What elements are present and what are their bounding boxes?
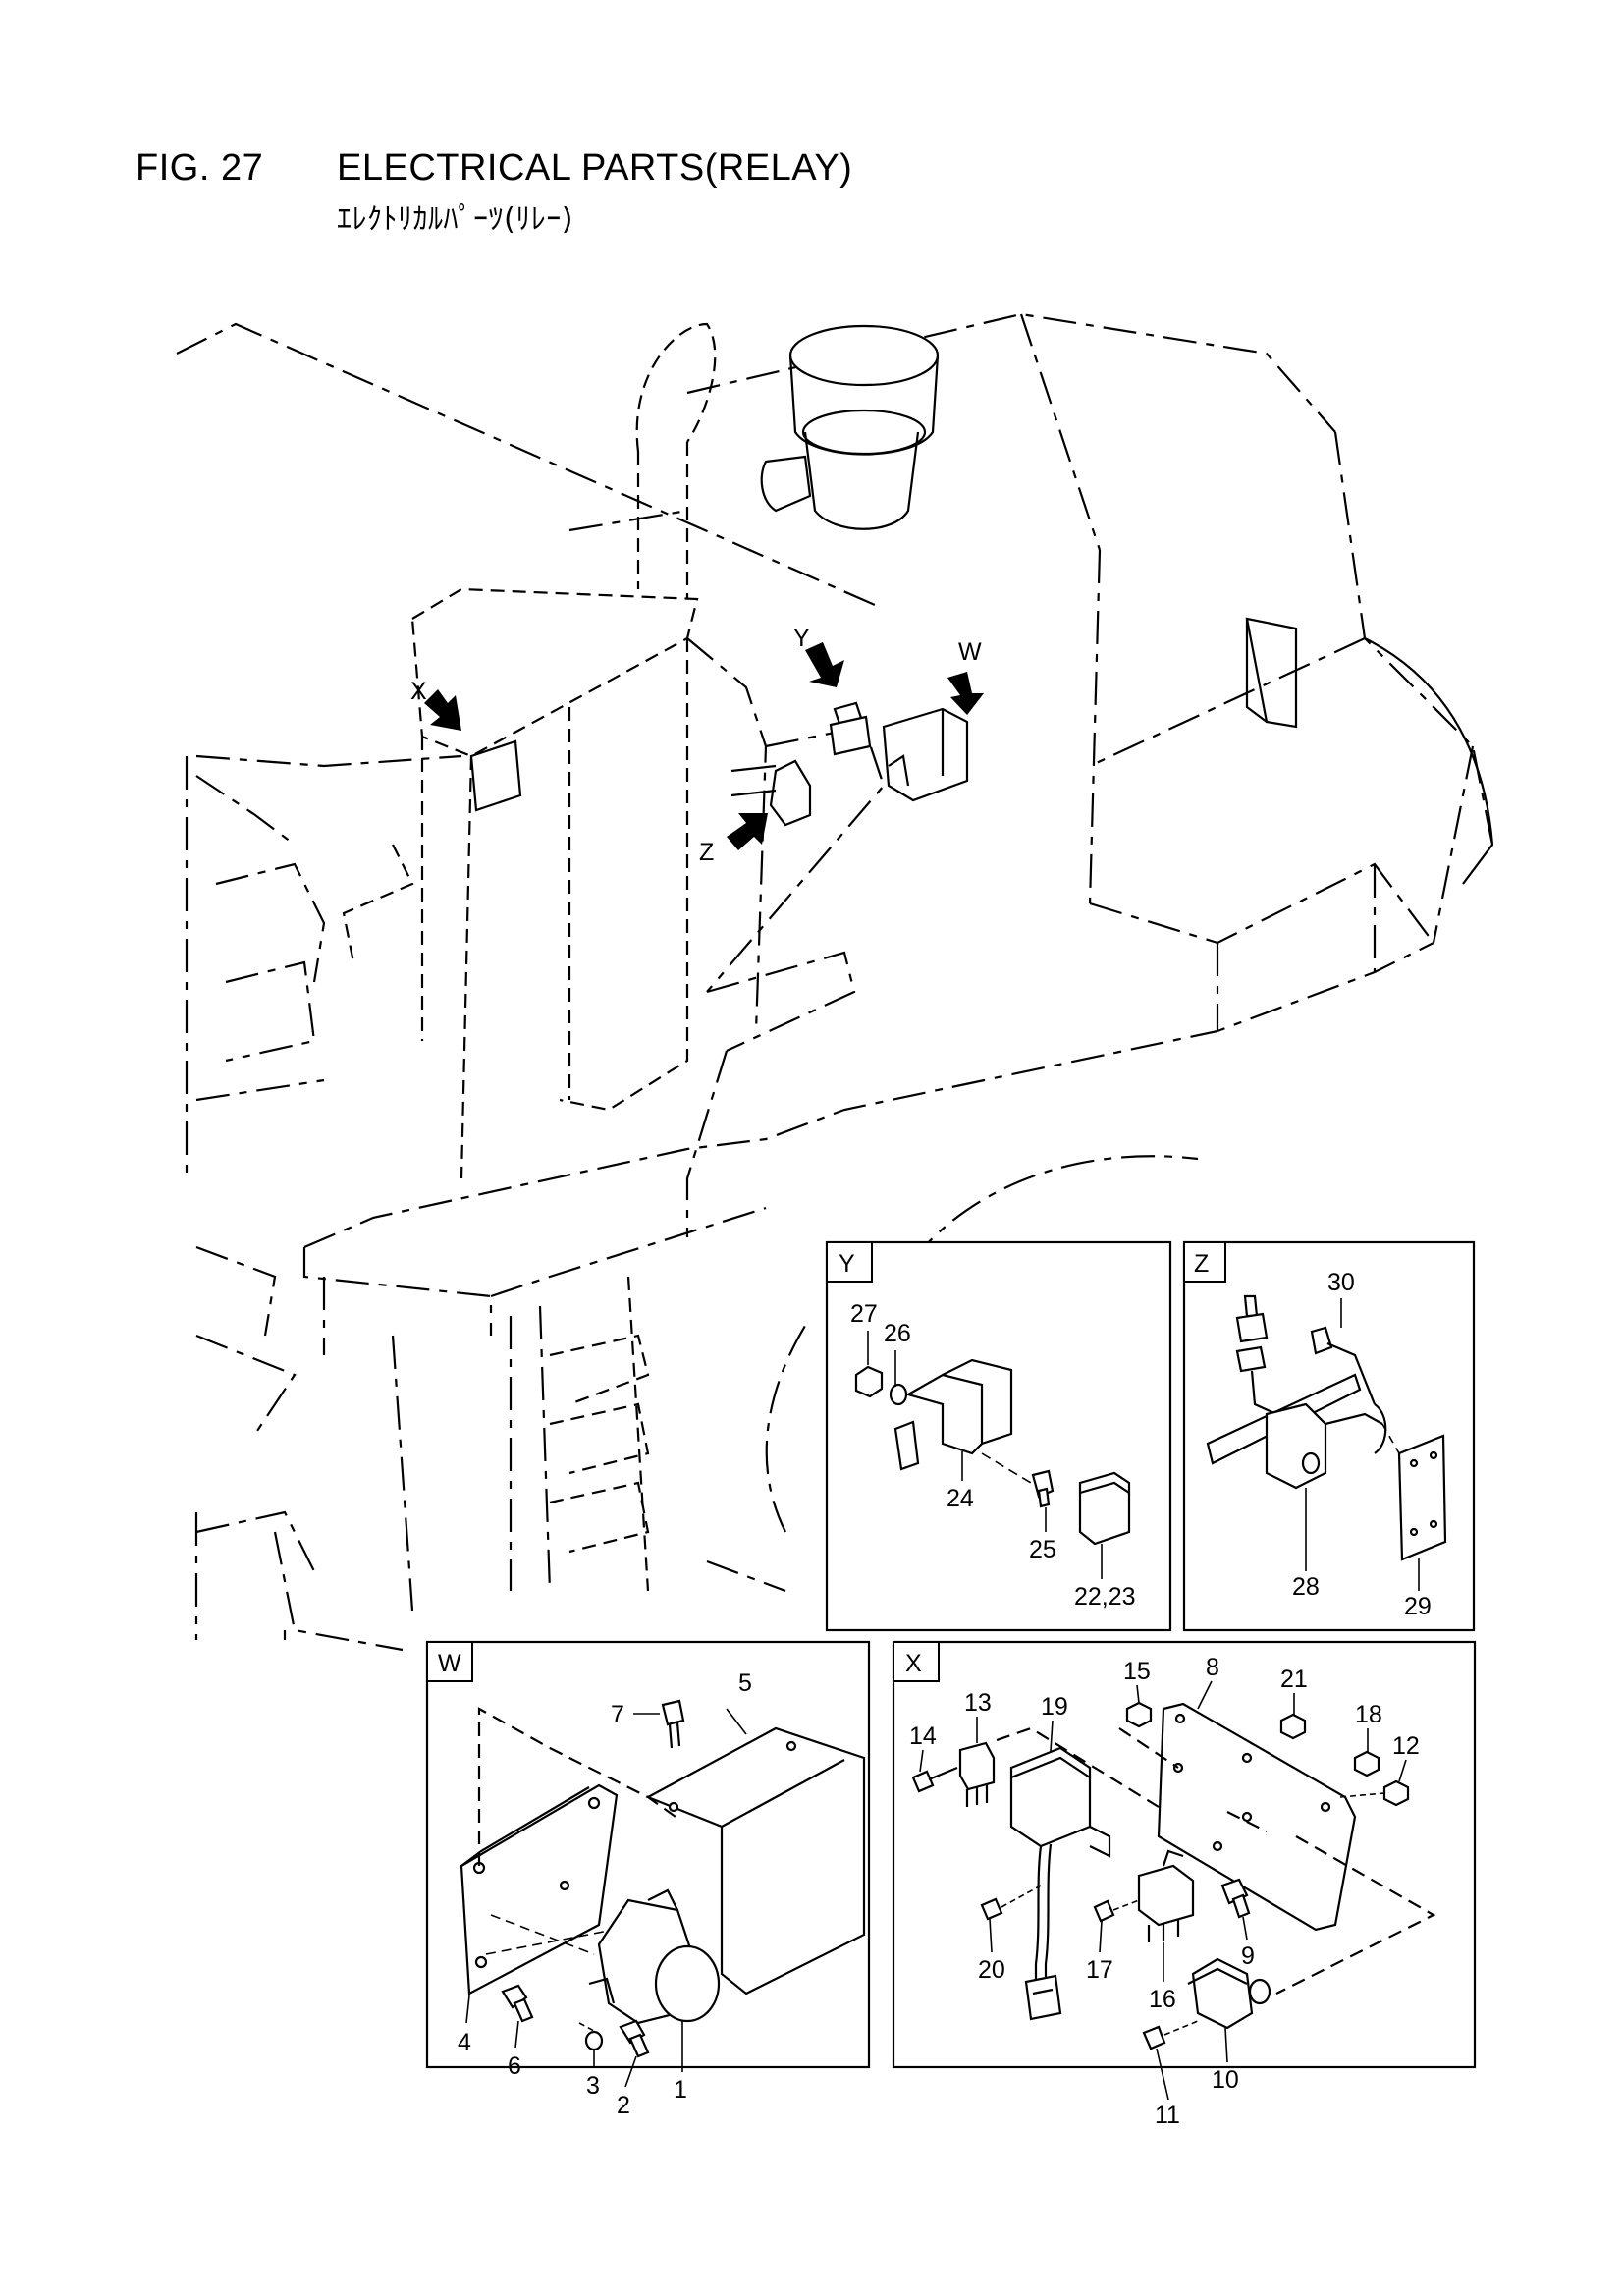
label-15: 15: [1123, 1658, 1151, 1685]
view-label-w: W: [958, 638, 982, 666]
label-6: 6: [508, 2052, 521, 2080]
hood-end-solid: [1245, 617, 1494, 885]
label-2: 2: [617, 2092, 630, 2119]
label-16: 16: [1149, 1986, 1176, 2013]
figure-number: FIG. 27: [135, 147, 264, 189]
machine-relay-x: [469, 739, 522, 812]
label-18: 18: [1355, 1701, 1382, 1728]
label-14: 14: [909, 1722, 937, 1750]
detail-panel-w: W: [425, 1640, 871, 2119]
detail-z-tag: Z: [1194, 1250, 1209, 1278]
label-8: 8: [1206, 1654, 1219, 1681]
label-25: 25: [1029, 1536, 1056, 1563]
label-9: 9: [1241, 1942, 1255, 1970]
label-5: 5: [738, 1669, 752, 1697]
label-20: 20: [978, 1956, 1005, 1984]
label-19: 19: [1041, 1693, 1068, 1721]
label-4: 4: [458, 2029, 471, 2056]
machine-relay-z: [730, 759, 812, 827]
view-arrow-z: Z: [699, 813, 768, 866]
machine-phantom-outline: [176, 312, 1494, 1652]
label-28: 28: [1292, 1573, 1320, 1601]
view-arrow-x: X: [410, 678, 461, 731]
label-12: 12: [1392, 1732, 1420, 1760]
label-29: 29: [1404, 1593, 1432, 1620]
label-7: 7: [611, 1701, 624, 1728]
label-10: 10: [1212, 2066, 1239, 2094]
figure-title-japanese: ｴﾚｸﾄﾘｶﾙﾊﾟｰﾂ(ﾘﾚｰ): [337, 202, 573, 237]
label-21: 21: [1280, 1666, 1308, 1693]
label-24: 24: [947, 1485, 974, 1512]
detail-x-tag: X: [905, 1650, 922, 1677]
detail-panel-x: X: [892, 1640, 1477, 2129]
label-22-23: 22,23: [1074, 1583, 1136, 1611]
detail-panel-y: Y 27 26 24 25 22,23: [825, 1240, 1172, 1632]
view-arrow-w: W: [947, 638, 984, 715]
air-cleaner: [760, 324, 940, 530]
view-label-x: X: [410, 678, 427, 705]
figure-title-english: ELECTRICAL PARTS(RELAY): [337, 147, 853, 189]
detail-y-tag: Y: [839, 1250, 855, 1278]
view-arrow-y: Y: [793, 625, 844, 687]
label-26: 26: [884, 1320, 911, 1347]
view-label-z: Z: [699, 839, 714, 866]
label-1: 1: [674, 2076, 687, 2104]
machine-relay-w: [882, 707, 969, 802]
detail-w-tag: W: [438, 1650, 461, 1677]
machine-relay-y: [829, 701, 872, 756]
label-30: 30: [1327, 1269, 1355, 1296]
view-label-y: Y: [793, 625, 810, 652]
label-3: 3: [586, 2072, 600, 2100]
label-11: 11: [1155, 2102, 1180, 2129]
label-27: 27: [850, 1300, 878, 1328]
label-17: 17: [1086, 1956, 1113, 1984]
label-13: 13: [964, 1689, 992, 1717]
detail-panel-z: Z 30 28 29: [1182, 1240, 1476, 1632]
